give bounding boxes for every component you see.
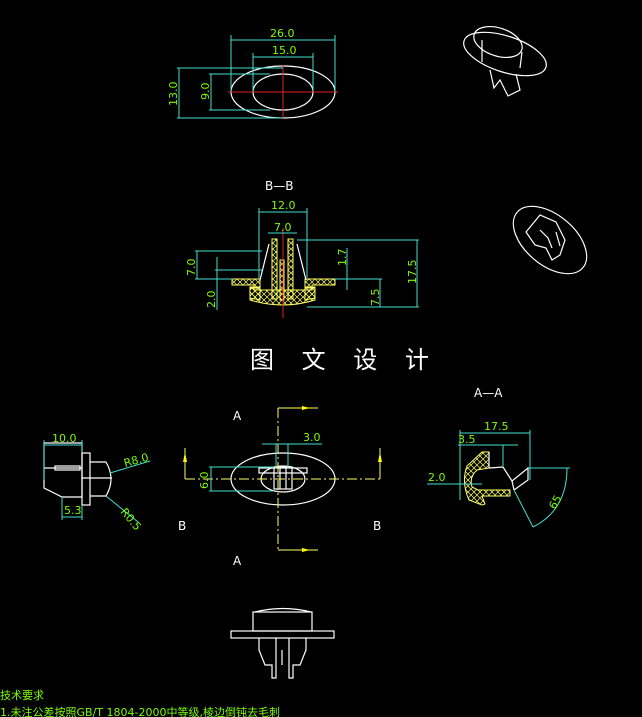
cut-label-b-right: B xyxy=(373,519,381,533)
dim-left-height: 7.0 xyxy=(185,259,198,277)
dim-total-height: 17.5 xyxy=(406,260,419,285)
dim-radius-small: R0.5 xyxy=(118,506,144,534)
dim-aa-width: 17.5 xyxy=(484,420,509,433)
dim-outer-height: 13.0 xyxy=(167,82,180,107)
cut-label-b-left: B xyxy=(178,519,186,533)
section-aa-label: A—A xyxy=(474,386,503,400)
bottom-elevation xyxy=(230,607,335,679)
dim-step: 3.5 xyxy=(458,433,476,446)
dim-gap: 1.7 xyxy=(336,249,349,267)
section-bb-label: B—B xyxy=(265,179,293,193)
dim-angle: 65 xyxy=(546,493,564,512)
dim-front-height: 6.0 xyxy=(198,472,211,490)
dim-lower: 7.5 xyxy=(369,289,382,307)
dim-top-width: 12.0 xyxy=(271,199,296,212)
dim-slot: 3.0 xyxy=(303,431,321,444)
isometric-view-top xyxy=(463,26,547,97)
dim-flange: 2.0 xyxy=(205,291,218,309)
dim-radius-large: R8.0 xyxy=(122,451,150,470)
dim-leg: 5.3 xyxy=(64,504,82,517)
dim-inner-width: 15.0 xyxy=(272,44,297,57)
cut-label-a-top: A xyxy=(233,409,242,423)
section-bb: B—B 12.0 7.0 7.0 2.0 1.7 7.5 xyxy=(185,179,419,318)
notes-heading: 技术要求 xyxy=(0,689,44,702)
drawing-title: 图 文 设 计 xyxy=(250,346,439,374)
dim-inner-height: 9.0 xyxy=(199,83,212,101)
top-view: 26.0 15.0 13.0 9.0 xyxy=(167,27,338,119)
side-view: 10.0 R8.0 R0.5 5.3 xyxy=(43,432,151,534)
front-view: A A B B 3.0 6.0 xyxy=(178,406,382,568)
isometric-view-bottom xyxy=(512,205,588,275)
notes-line-1: 1.未注公差按照GB/T 1804-2000中等级,棱边倒钝去毛刺 xyxy=(0,705,280,717)
dim-slot-width: 7.0 xyxy=(274,221,292,234)
dim-side-width: 10.0 xyxy=(52,432,77,445)
dim-outer-width: 26.0 xyxy=(270,27,295,40)
cut-label-a-bottom: A xyxy=(233,554,242,568)
dim-wall: 2.0 xyxy=(428,471,446,484)
section-aa: A—A 17.5 3.5 2.0 65 xyxy=(427,386,570,528)
